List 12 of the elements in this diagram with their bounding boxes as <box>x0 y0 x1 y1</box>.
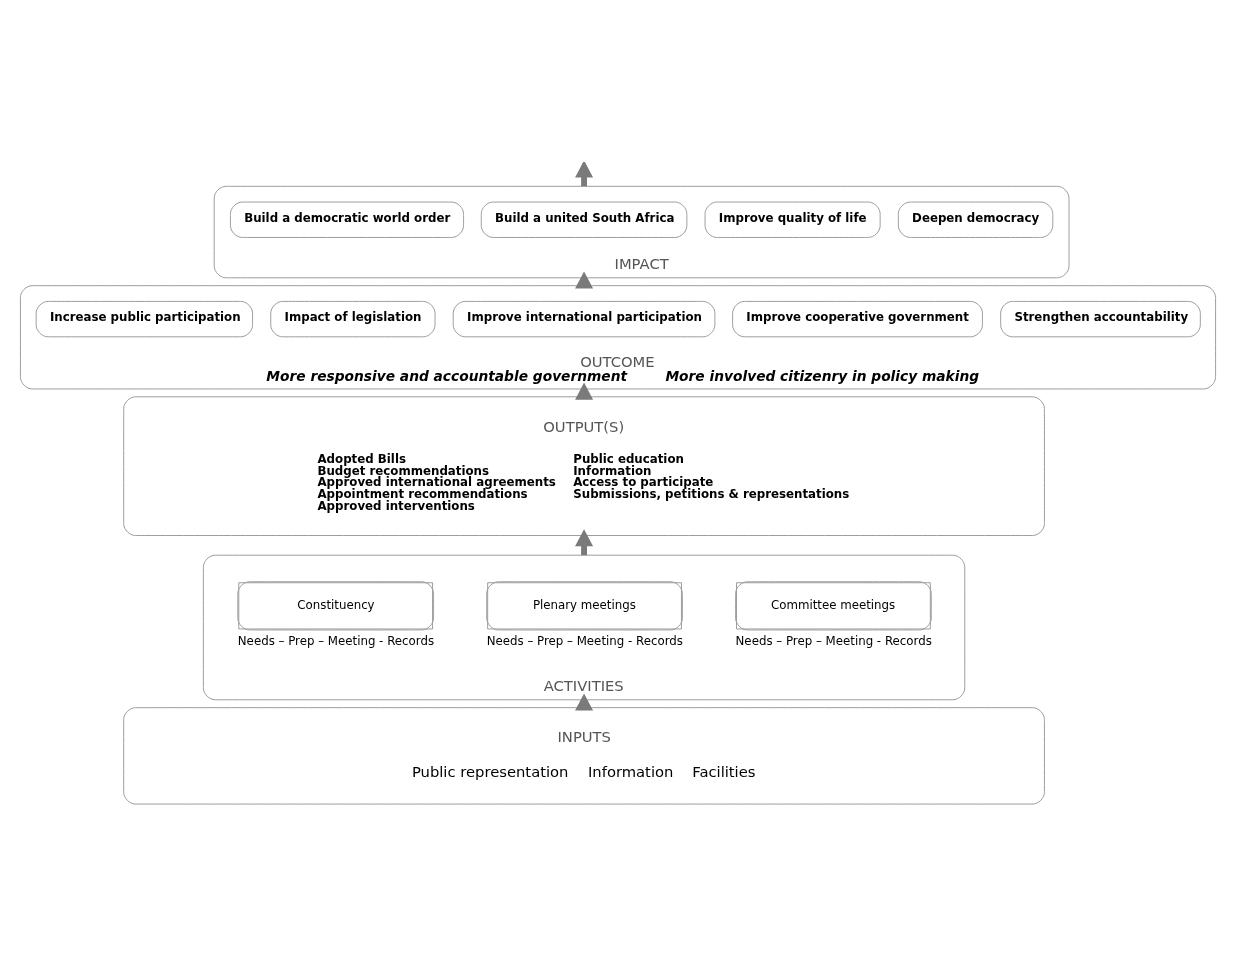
node-box: Improve cooperative government <box>732 300 983 338</box>
node-label: Needs – Prep – Meeting - Records <box>237 634 435 649</box>
node-box: Increase public participation <box>35 300 254 338</box>
node-box: Improve quality of life <box>704 201 881 238</box>
node-box: Impact of legislation <box>270 300 436 338</box>
node-box: Build a democratic world order <box>229 201 465 238</box>
node-box: Build a united South Africa <box>480 201 688 238</box>
node-box: Improve international participation <box>452 300 716 338</box>
node-box: Strengthen accountability <box>1000 300 1201 338</box>
node-label: Needs – Prep – Meeting - Records <box>486 634 683 649</box>
node-box: Deepen democracy <box>897 201 1054 238</box>
node-label: Needs – Prep – Meeting - Records <box>735 634 932 649</box>
